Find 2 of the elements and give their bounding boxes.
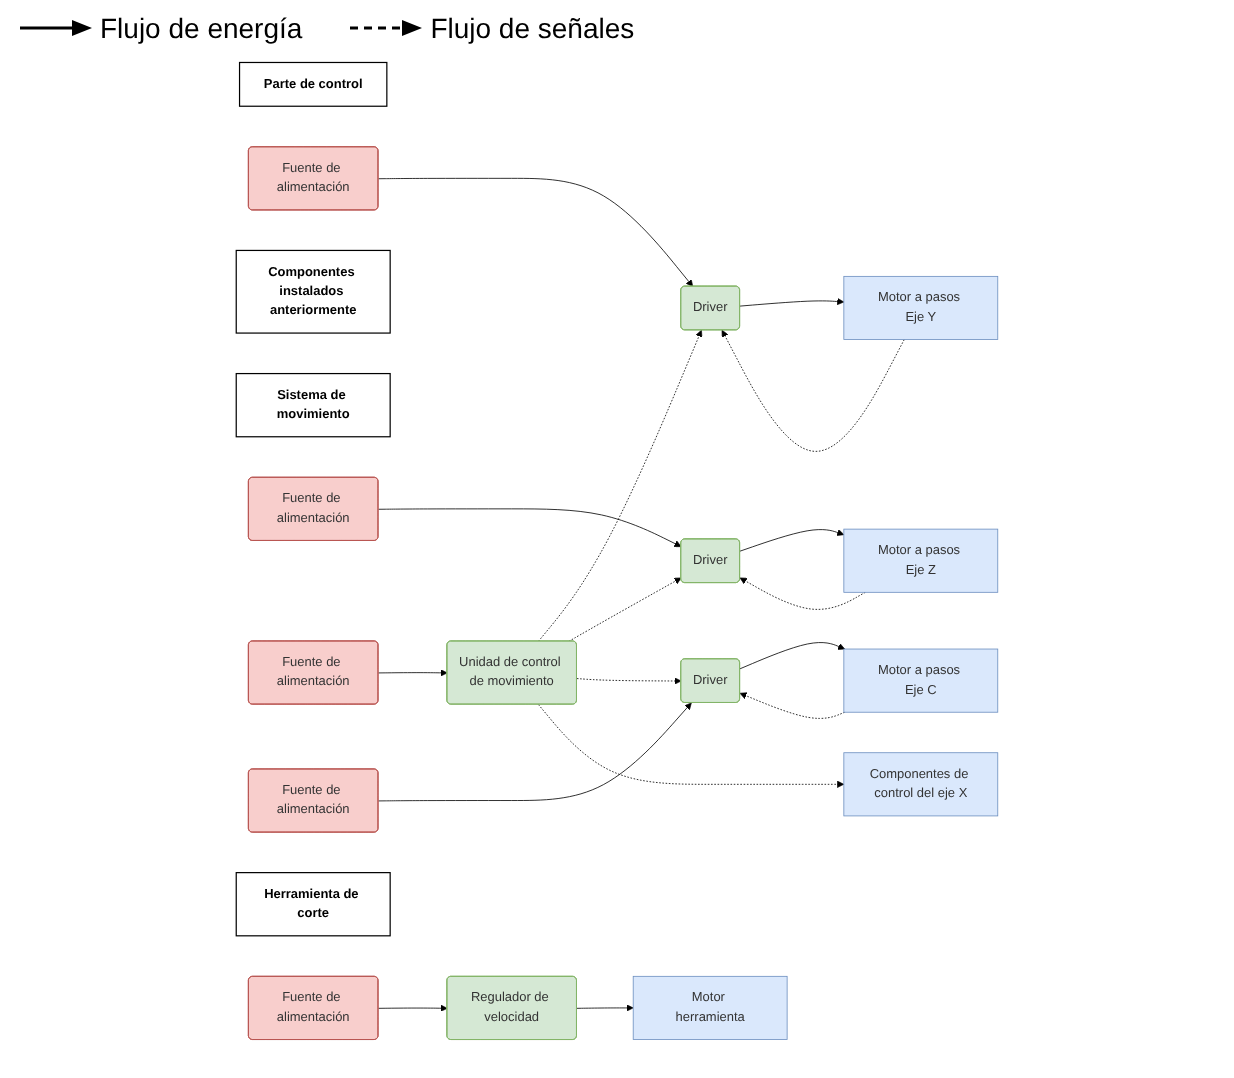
legend-text: Flujo de señales	[430, 12, 635, 44]
legend-text: Flujo de energía	[100, 12, 303, 44]
